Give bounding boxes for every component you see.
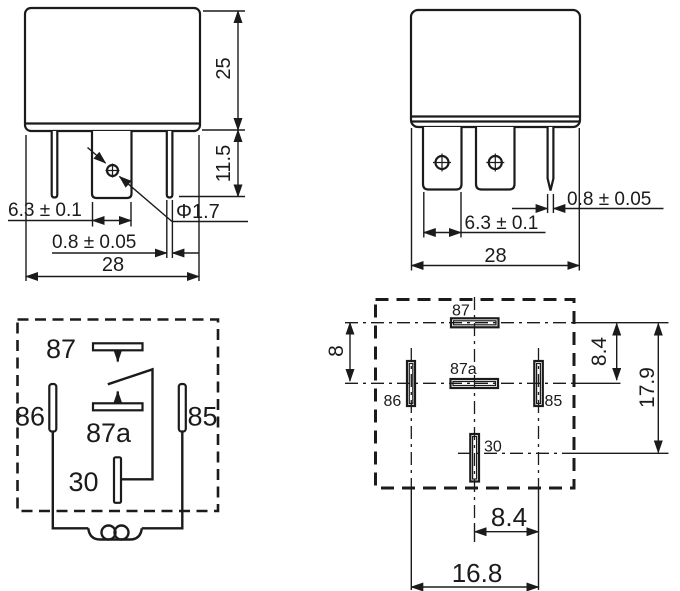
hole-leader-arrow-lower [118, 175, 173, 223]
pin-thin-left [50, 131, 59, 199]
dim-label-hole-diameter: Φ1.7 [176, 201, 220, 223]
dim-label-col-half-spacing: 8.4 [491, 502, 527, 532]
schematic-label-87a: 87a [86, 418, 132, 448]
dim-label-col-spacing: 16.8 [452, 558, 503, 588]
dim-label-overall-length: 17.9 [636, 367, 659, 408]
schematic-label-87: 87 [46, 334, 76, 364]
pin-label-30: 30 [484, 439, 502, 456]
dim-label-row-offset: 8 [325, 345, 348, 357]
armature-and-common-wire [107, 367, 154, 481]
contact-87-bar [91, 342, 144, 352]
relay-body-front [23, 6, 202, 133]
coil-loop-2 [113, 524, 130, 541]
front-view: 25 11.5 6.3 ± 0.1 0.8 ± 0.05 Φ1.7 28 [8, 6, 248, 281]
dim-label-pin-thickness: 0.8 ± 0.05 [52, 232, 136, 253]
contact-87a-bar [91, 402, 144, 412]
schematic-label-30: 30 [69, 467, 99, 497]
pin-label-85: 85 [545, 393, 563, 410]
pin-hole-crosshair [105, 163, 120, 178]
dim-label-body-height: 25 [213, 57, 235, 79]
coil-wire-right [141, 431, 184, 530]
coil-base-curve [87, 528, 143, 541]
coil-wire-left [51, 431, 89, 530]
schematic-view: 87 87a 86 85 30 [15, 318, 220, 541]
base-band-lines [412, 115, 579, 123]
pin-thin-side [546, 127, 555, 191]
pin-thin-right [165, 131, 174, 199]
dim-label-row-spacing: 8.4 [588, 337, 611, 367]
pin-label-86: 86 [384, 393, 402, 410]
blade-hole-right-crosshair [486, 153, 505, 172]
schematic-label-85: 85 [188, 402, 218, 432]
pin-85-bar [177, 382, 187, 433]
dim-label-body-width: 28 [484, 245, 506, 267]
pin-86-bar [48, 382, 58, 433]
pin-30-bar [112, 456, 123, 504]
centerlines [345, 297, 669, 590]
dim-label-pin-thickness: 0.8 ± 0.05 [567, 189, 651, 210]
schematic-label-86: 86 [15, 402, 45, 432]
bottom-view: 87 87a 86 85 30 8 8.4 17.9 8.4 16.8 [325, 297, 669, 591]
side-view: 0.8 ± 0.05 6.3 ± 0.1 28 [409, 8, 664, 271]
schematic-outline-dashed [16, 318, 220, 513]
dim-label-pin-width: 6.3 ± 0.1 [8, 200, 82, 221]
blade-hole-left-crosshair [433, 153, 451, 172]
pin-label-87a: 87a [450, 361, 477, 378]
pin-label-87: 87 [452, 303, 470, 320]
dim-label-pin-length: 11.5 [213, 145, 235, 182]
extension-lines-bottom [25, 135, 200, 281]
hole-leader-arrow-upper [87, 146, 107, 164]
dim-label-body-width: 28 [102, 254, 124, 276]
relay-body-side [409, 8, 582, 129]
extension-lines [410, 128, 580, 271]
dim-label-pin-width: 6.3 ± 0.1 [465, 213, 539, 234]
